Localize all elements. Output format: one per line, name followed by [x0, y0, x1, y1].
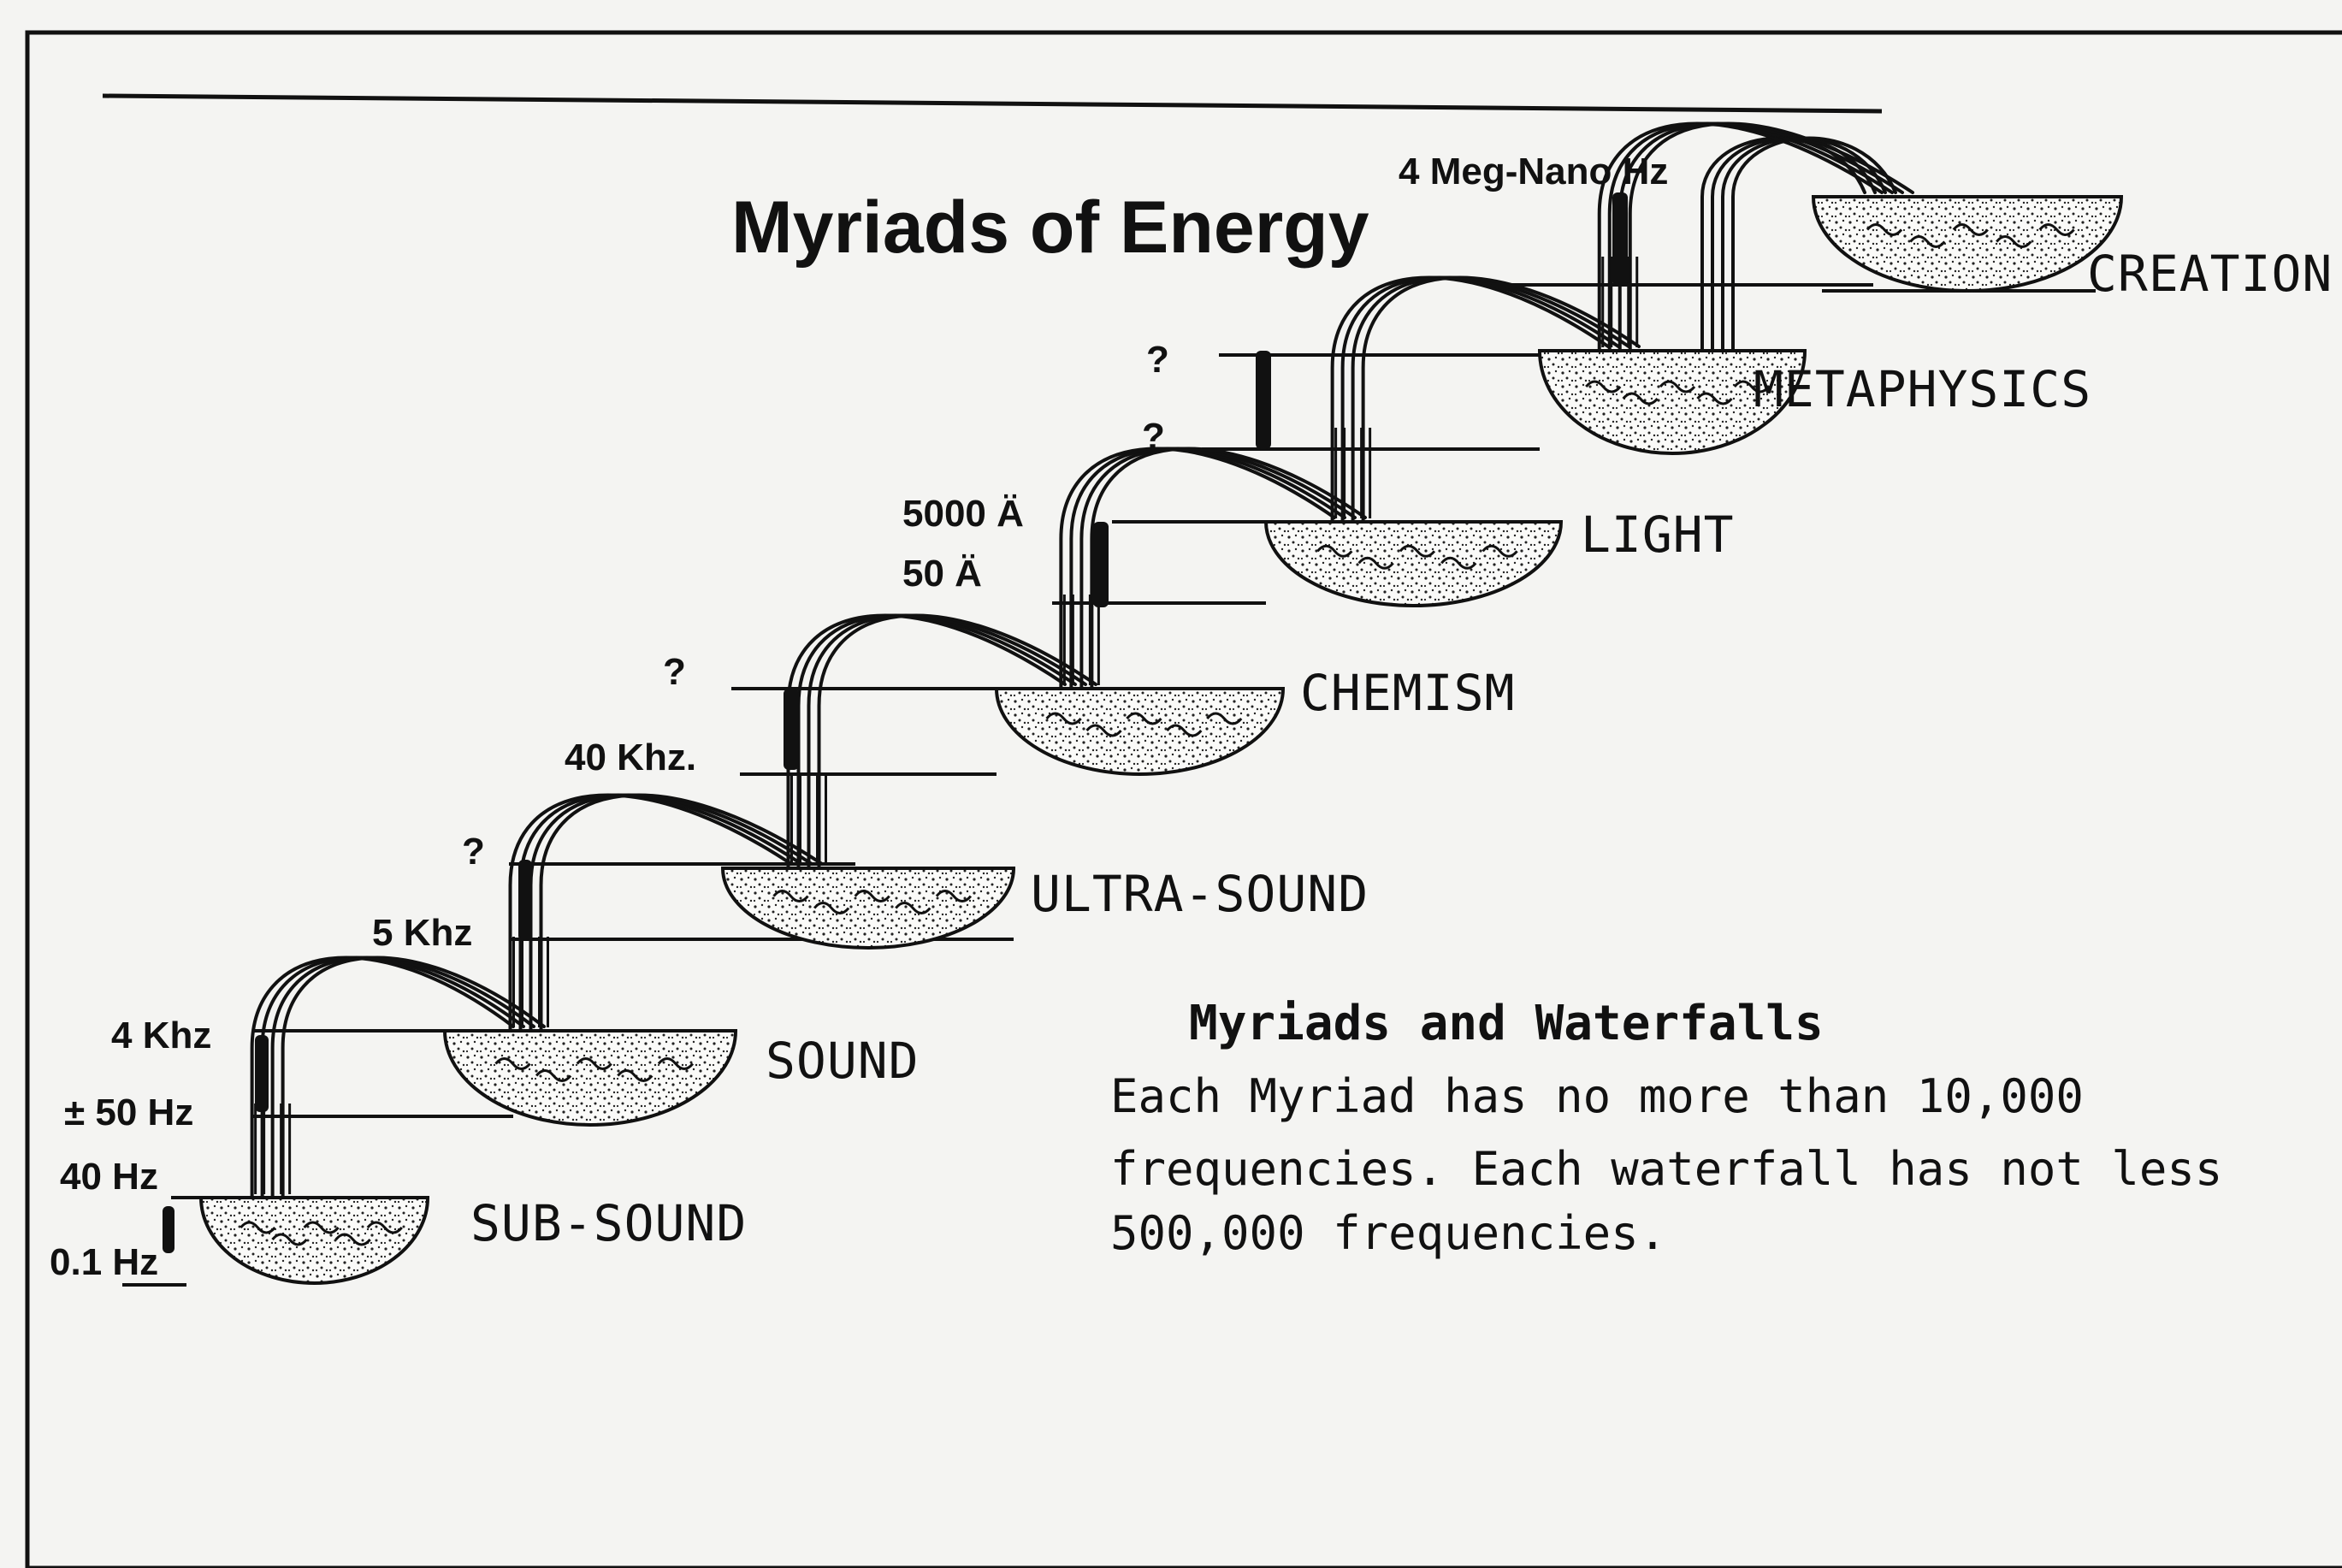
- level-label: METAPHYSICS: [1754, 360, 2091, 418]
- level-4: CHEMISM? 40 Khz.: [565, 448, 1515, 778]
- pool-basin: [445, 1031, 736, 1125]
- frequency-upper-label: ?: [663, 651, 686, 693]
- pool-basin: [997, 689, 1283, 774]
- frequency-bar: [784, 689, 799, 770]
- level-3: ULTRA-SOUND? 5 Khz: [372, 615, 1369, 954]
- frequency-bar: [1256, 351, 1271, 449]
- frequency-upper-label: 5000 Ä: [902, 493, 1024, 535]
- frequency-lower-label: ?: [1142, 416, 1165, 458]
- level-label: CHEMISM: [1300, 664, 1515, 722]
- frequency-upper-label: 40 Hz: [60, 1156, 158, 1198]
- caption-line-3: 500,000 frequencies.: [1110, 1206, 1666, 1260]
- frequency-lower-label: 50 Ä: [902, 553, 982, 595]
- diagram-title: Myriads of Energy: [731, 186, 1369, 269]
- frequency-upper-label: 4 Khz: [111, 1015, 211, 1056]
- frequency-bar: [1093, 522, 1109, 607]
- caption-line-2: frequencies. Each waterfall has not less: [1110, 1142, 2222, 1196]
- frequency-upper-label: 4 Meg-Nano Hz: [1399, 151, 1668, 192]
- level-label: ULTRA-SOUND: [1031, 865, 1369, 923]
- pool-basin: [201, 1198, 428, 1283]
- pool-basin: [723, 868, 1014, 948]
- pool-basin: [1813, 197, 2121, 291]
- caption-line-1: Each Myriad has no more than 10,000: [1110, 1069, 2084, 1123]
- frequency-lower-label: ± 50 Hz: [64, 1092, 193, 1133]
- frequency-lower-label: 0.1 Hz: [50, 1241, 158, 1283]
- level-label: SUB-SOUND: [470, 1194, 747, 1252]
- frequency-lower-label: 5 Khz: [372, 912, 472, 954]
- caption-heading: Myriads and Waterfalls: [1189, 996, 1824, 1051]
- frequency-bar: [1612, 192, 1628, 287]
- level-label: SOUND: [766, 1032, 920, 1090]
- frequency-bar: [255, 1035, 269, 1112]
- frequency-upper-label: ?: [462, 831, 485, 873]
- level-label: LIGHT: [1581, 506, 1735, 564]
- frequency-upper-label: ?: [1146, 339, 1169, 381]
- pool-basin: [1266, 522, 1561, 606]
- frequency-bar: [163, 1206, 174, 1253]
- frequency-lower-label: 40 Khz.: [565, 737, 696, 778]
- top-rule: [103, 96, 1882, 111]
- level-label: CREATION: [2087, 245, 2333, 303]
- frequency-bar: [518, 860, 532, 941]
